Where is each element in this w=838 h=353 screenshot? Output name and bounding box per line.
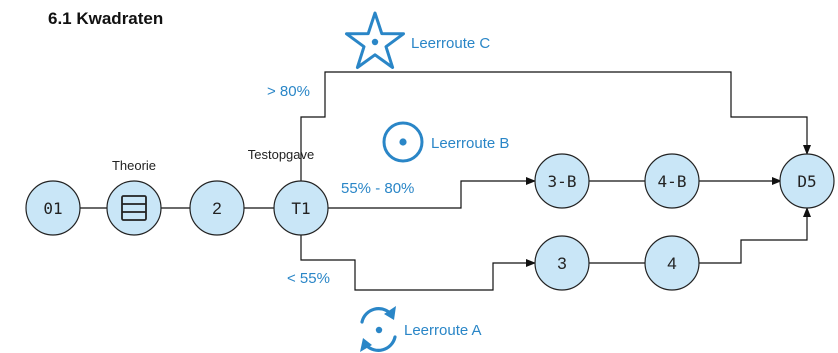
edge-route-a — [300, 235, 536, 291]
node-t1-label: T1 — [291, 199, 310, 218]
node-theorie[interactable] — [106, 180, 162, 236]
node-d5[interactable]: D5 — [779, 153, 835, 209]
node-3-label: 3 — [557, 254, 566, 273]
node-4b[interactable]: 4-B — [644, 153, 700, 209]
testopgave-label: Testopgave — [248, 147, 315, 162]
node-01[interactable]: 01 — [25, 180, 81, 236]
route-a-label: Leerroute A — [404, 322, 482, 339]
node-4-label: 4 — [667, 254, 676, 273]
target-icon — [382, 121, 424, 163]
node-4[interactable]: 4 — [644, 235, 700, 291]
edge-route-c — [300, 71, 811, 181]
edge-route-b — [328, 177, 536, 209]
node-4b-label: 4-B — [658, 172, 687, 191]
connectors — [80, 71, 811, 291]
route-c-label: Leerroute C — [411, 35, 490, 52]
node-3b-label: 3-B — [548, 172, 577, 191]
condition-mid-label: 55% - 80% — [341, 180, 414, 197]
list-icon — [121, 195, 147, 221]
node-3[interactable]: 3 — [534, 235, 590, 291]
theorie-label: Theorie — [112, 158, 156, 173]
condition-high-label: > 80% — [267, 83, 310, 100]
refresh-icon — [360, 306, 397, 352]
page-title: 6.1 Kwadraten — [48, 9, 164, 28]
node-d5-label: D5 — [797, 172, 816, 191]
edge-4-d5 — [699, 207, 811, 264]
condition-low-label: < 55% — [287, 270, 330, 287]
node-2-label: 2 — [212, 199, 221, 218]
node-t1[interactable]: T1 — [273, 180, 329, 236]
route-b-label: Leerroute B — [431, 135, 509, 152]
star-icon — [345, 11, 405, 69]
node-3b[interactable]: 3-B — [534, 153, 590, 209]
node-01-label: 01 — [43, 199, 62, 218]
node-2[interactable]: 2 — [189, 180, 245, 236]
